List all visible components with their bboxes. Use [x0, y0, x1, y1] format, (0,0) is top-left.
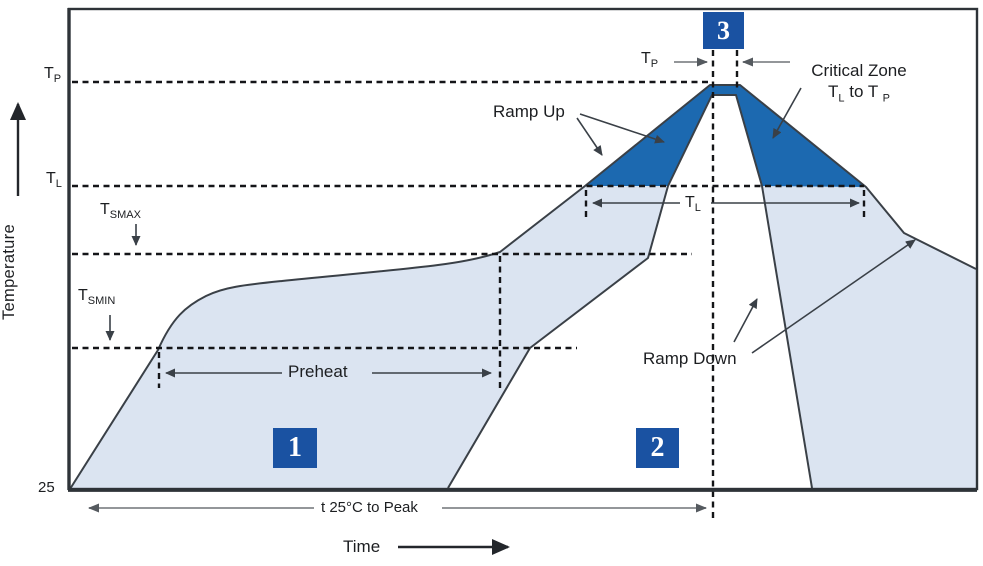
tl-tick-label: TL [46, 170, 62, 191]
time-to-peak-label: t 25°C to Peak [321, 499, 418, 516]
max-profile-curve [69, 84, 977, 490]
ramp-up-label: Ramp Up [493, 102, 565, 121]
critical-zone-label: Critical Zone TL to T P [811, 61, 907, 105]
tp-duration-label: TP [641, 50, 659, 71]
profile-band-light [70, 85, 976, 489]
critical-zone-area [585, 85, 866, 187]
ramp-up-arrow-1 [576, 117, 603, 156]
zone-2-badge: 2 [636, 428, 679, 468]
zone-1-badge: 1 [273, 428, 317, 468]
tl-duration-label: TL [685, 194, 701, 215]
tsmin-label: TSMIN [78, 287, 116, 308]
zone-3-badge: 3 [703, 12, 744, 49]
y-axis-label: Temperature [0, 224, 18, 320]
ramp-down-label: Ramp Down [643, 349, 737, 368]
min-profile-curve [447, 94, 813, 489]
ramp-down-arrow-1 [733, 298, 758, 343]
critical-zone-arrow [772, 87, 802, 139]
ramp-down-arrow-2 [751, 239, 916, 354]
preheat-label: Preheat [288, 362, 348, 381]
tp-tick-label: TP [44, 65, 62, 86]
ramp-up-arrow-2 [579, 113, 665, 144]
x-axis-label: Time [343, 537, 381, 556]
origin-tick-label: 25 [38, 479, 55, 496]
tsmax-label: TSMAX [100, 201, 141, 222]
